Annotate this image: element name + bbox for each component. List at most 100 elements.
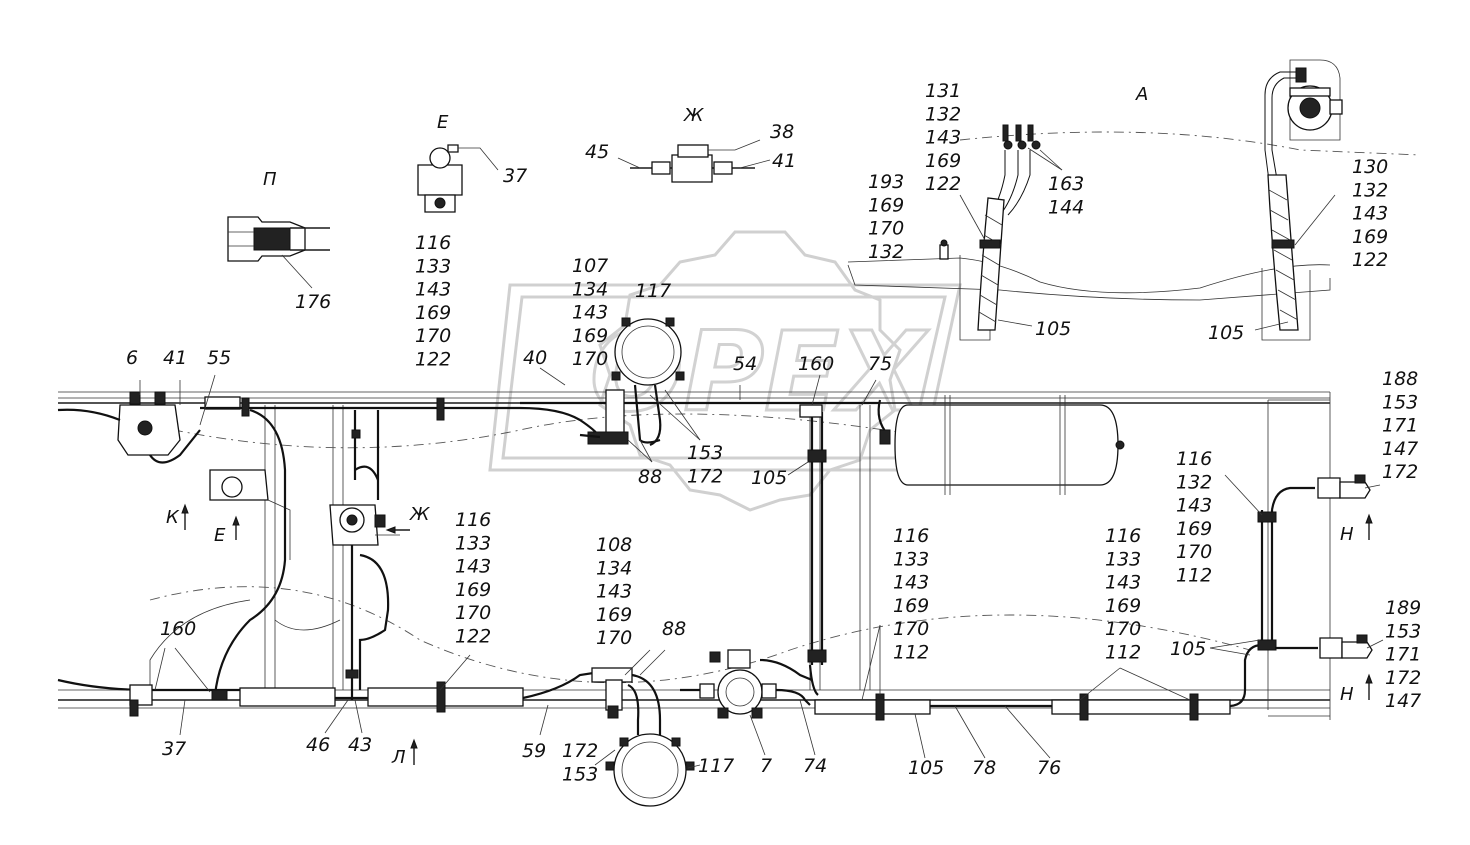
view-title-a: А [1135,84,1148,105]
callout-c6-line-0: 6 [126,347,138,369]
callout-c116c-line-4: 170 [455,602,491,624]
callout-c37b-line-0: 37 [162,738,186,760]
callout-c160b-line-0: 160 [160,618,196,640]
callout-c189-line-2: 171 [1385,644,1421,666]
callout-c105d-line-0: 105 [1170,638,1206,660]
callout-c116b-line-2: 143 [1176,495,1212,517]
lower-right-pipelines [814,643,1263,721]
view-marker-k: К [166,507,180,528]
valve-7 [680,649,813,719]
view-title-e: Е [437,112,449,133]
callout-c43-line-0: 43 [348,734,372,756]
callout-c107-line-0: 107 [572,255,608,277]
lower-chamber-117 [591,667,695,807]
callout-c116a-line-1: 133 [415,255,451,277]
callout-c45-line-0: 45 [585,141,609,163]
fitting-detail-p [227,216,330,289]
view-a-right-hoses [1261,59,1343,341]
callout-c130-line-2: 143 [1352,203,1388,225]
callout-c163-line-0: 163 [1048,173,1084,195]
view-marker-l: Л [391,747,406,768]
callout-c54-line-0: 54 [733,353,757,375]
view-a-left-hoses [847,124,1421,341]
callout-c116a-line-0: 116 [415,232,451,254]
callout-c117b-line-0: 117 [698,755,734,777]
callout-c105a-line-0: 105 [1035,318,1071,340]
callout-c116a-line-2: 143 [415,279,451,301]
callout-c116d-line-1: 133 [893,548,929,570]
callout-c153a-line-0: 153 [687,442,723,464]
callout-c107-line-1: 134 [572,278,608,300]
callout-c131-line-0: 131 [925,80,961,102]
callout-c88a-line-0: 88 [638,466,662,488]
callout-c131-line-3: 169 [925,150,961,172]
callout-c160a-line-0: 160 [798,353,834,375]
callout-c116e-line-3: 169 [1105,595,1141,617]
callout-c107-line-3: 169 [572,325,608,347]
callout-c116e-line-4: 170 [1105,618,1141,640]
callout-c108-line-2: 143 [596,581,632,603]
callout-c78-line-0: 78 [972,757,996,779]
callout-c76-line-0: 76 [1037,757,1061,779]
callout-c108-line-1: 134 [596,557,632,579]
callout-c188-line-1: 153 [1382,391,1418,413]
callout-c193-line-3: 132 [868,241,904,263]
callout-c189-line-4: 147 [1385,690,1421,712]
callout-c116b-line-3: 169 [1176,518,1212,540]
callout-c117a-line-0: 117 [635,280,671,302]
callout-c41a-line-0: 41 [772,150,796,172]
callout-c188-line-0: 188 [1382,368,1418,390]
callout-c116e-line-2: 143 [1105,572,1141,594]
callout-c189-line-1: 153 [1385,620,1421,642]
callout-c188-line-2: 171 [1382,415,1418,437]
callout-c105e-line-0: 105 [908,757,944,779]
view-marker-n-lower: Н [1340,684,1354,705]
callout-c130-line-4: 122 [1352,249,1388,271]
callout-c40-line-0: 40 [523,347,547,369]
callout-c130-line-0: 130 [1352,156,1388,178]
callout-c74-line-0: 74 [803,755,827,777]
callout-c37a-line-0: 37 [503,165,527,187]
callout-c38-line-0: 38 [770,121,794,143]
valve-detail-zh [617,139,771,183]
callout-c163-line-1: 144 [1048,196,1084,218]
callout-c116a-line-4: 170 [415,325,451,347]
view-markers: К Е Ж Л Н Н [166,504,1354,768]
callout-c116e-line-0: 116 [1105,525,1141,547]
callout-c7-line-0: 7 [760,755,772,777]
callout-c116d-line-4: 170 [893,618,929,640]
callout-c88b-line-0: 88 [662,618,686,640]
view-marker-zh: Ж [409,504,430,525]
callout-c172-line-1: 153 [562,763,598,785]
leader-lines [139,147,1384,769]
callout-c131-line-1: 132 [925,103,961,125]
callout-c108-line-3: 169 [596,604,632,626]
callout-c116d-line-2: 143 [893,572,929,594]
callout-c116a-line-5: 122 [415,349,451,371]
relay-valve-center [329,504,390,700]
vertical-pipe-105 [799,404,827,696]
callout-c116a-line-3: 169 [415,302,451,324]
right-side-valves [1257,474,1373,659]
valve-detail-e [417,144,499,213]
callout-c116d-line-3: 169 [893,595,929,617]
view-arrows [181,503,1373,765]
callout-c116b-line-5: 112 [1176,565,1212,587]
callout-c108-line-4: 170 [596,627,632,649]
callout-c116e-line-5: 112 [1105,642,1141,664]
air-receiver-tank [877,395,1125,495]
callout-c116b-line-0: 116 [1176,448,1212,470]
callout-c59-line-0: 59 [522,740,546,762]
callout-c116c-line-3: 169 [455,579,491,601]
callout-c116c-line-0: 116 [455,509,491,531]
view-title-zh: Ж [683,105,704,126]
view-marker-n-upper: Н [1340,524,1354,545]
callout-c116e-line-1: 133 [1105,548,1141,570]
callout-c172-line-0: 172 [562,740,598,762]
callout-c131-line-2: 143 [925,127,961,149]
callout-c55-line-0: 55 [207,347,231,369]
callout-c189-line-3: 172 [1385,667,1421,689]
callout-c116b-line-1: 132 [1176,471,1212,493]
